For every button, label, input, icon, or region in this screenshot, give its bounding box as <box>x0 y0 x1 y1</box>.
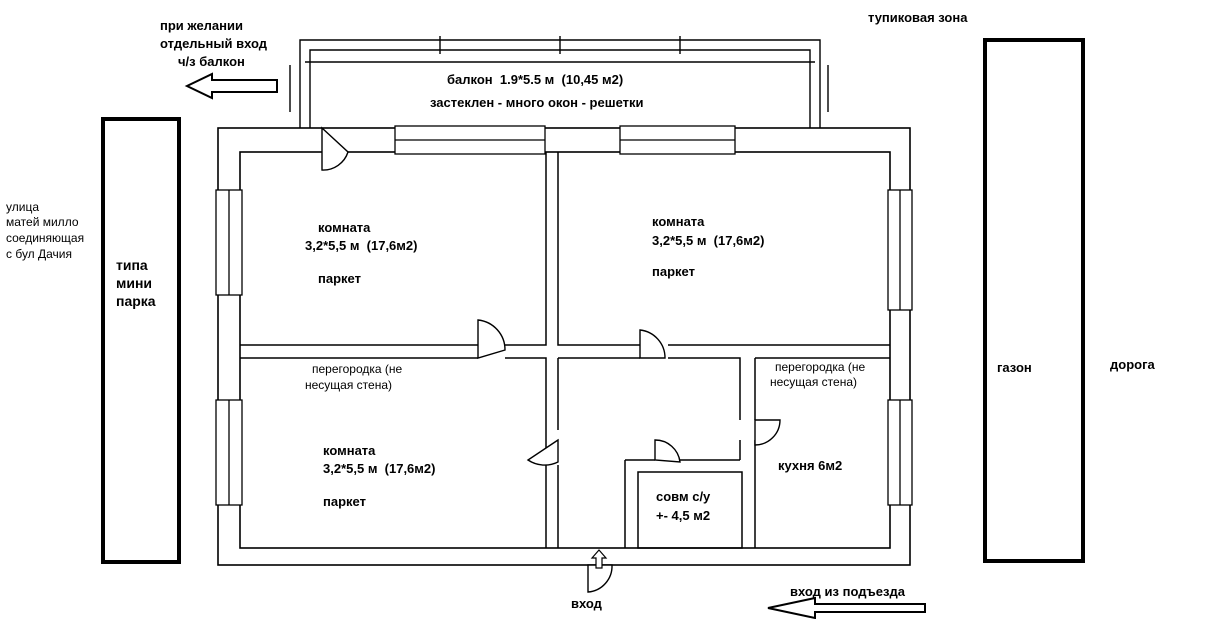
balcony-note: застеклен - много окон - решетки <box>430 95 644 110</box>
park-line1: типа <box>116 257 148 273</box>
kitchen-label: кухня 6м2 <box>778 458 843 473</box>
street-line2: матей милло <box>6 215 79 229</box>
windows <box>215 125 913 506</box>
park-line2: мини <box>116 275 153 291</box>
street-line3: соединяющая <box>6 231 85 245</box>
street-line4: с бул Дачия <box>6 247 73 261</box>
room1-title: комната <box>318 220 371 235</box>
partition1-line2: несущая стена) <box>305 378 393 392</box>
outer-walls <box>217 127 911 566</box>
bathroom-line2: +- 4,5 м2 <box>656 508 711 523</box>
lawn-box <box>983 38 1085 563</box>
park-line3: парка <box>116 293 156 309</box>
entrance-option-line3: ч/з балкон <box>178 54 245 69</box>
balcony <box>289 36 829 128</box>
partition2-line2: несущая стена) <box>770 375 858 389</box>
room2-size: 3,2*5,5 м (17,6м2) <box>652 233 765 248</box>
room2-floor: паркет <box>652 264 695 279</box>
interior-walls <box>240 152 890 549</box>
room1-floor: паркет <box>318 271 361 286</box>
balcony-entrance-arrow <box>184 72 278 100</box>
room3-title: комната <box>323 443 376 458</box>
partition1-line1: перегородка (не <box>312 362 403 376</box>
lawn-label: газон <box>997 360 1032 375</box>
stairwell-entrance-label: вход из подъезда <box>790 584 905 599</box>
room1-size: 3,2*5,5 м (17,6м2) <box>305 238 418 253</box>
entry-arrow <box>590 549 608 569</box>
entrance-option-line1: при желании <box>160 18 243 33</box>
room3-size: 3,2*5,5 м (17,6м2) <box>323 461 436 476</box>
mini-park-box <box>101 117 181 564</box>
bathroom-line1: совм с/у <box>656 489 711 504</box>
dead-end-label: тупиковая зона <box>868 10 968 25</box>
entrance-option-line2: отдельный вход <box>160 36 268 51</box>
stairwell-entrance-arrow <box>767 596 926 619</box>
partition2-line1: перегородка (не <box>775 360 866 374</box>
doors <box>321 126 781 593</box>
room2-title: комната <box>652 214 705 229</box>
entry-label: вход <box>571 596 602 611</box>
street-line1: улица <box>6 200 39 214</box>
road-label: дорога <box>1110 357 1155 372</box>
balcony-label: балкон 1.9*5.5 м (10,45 м2) <box>447 72 624 87</box>
room3-floor: паркет <box>323 494 366 509</box>
